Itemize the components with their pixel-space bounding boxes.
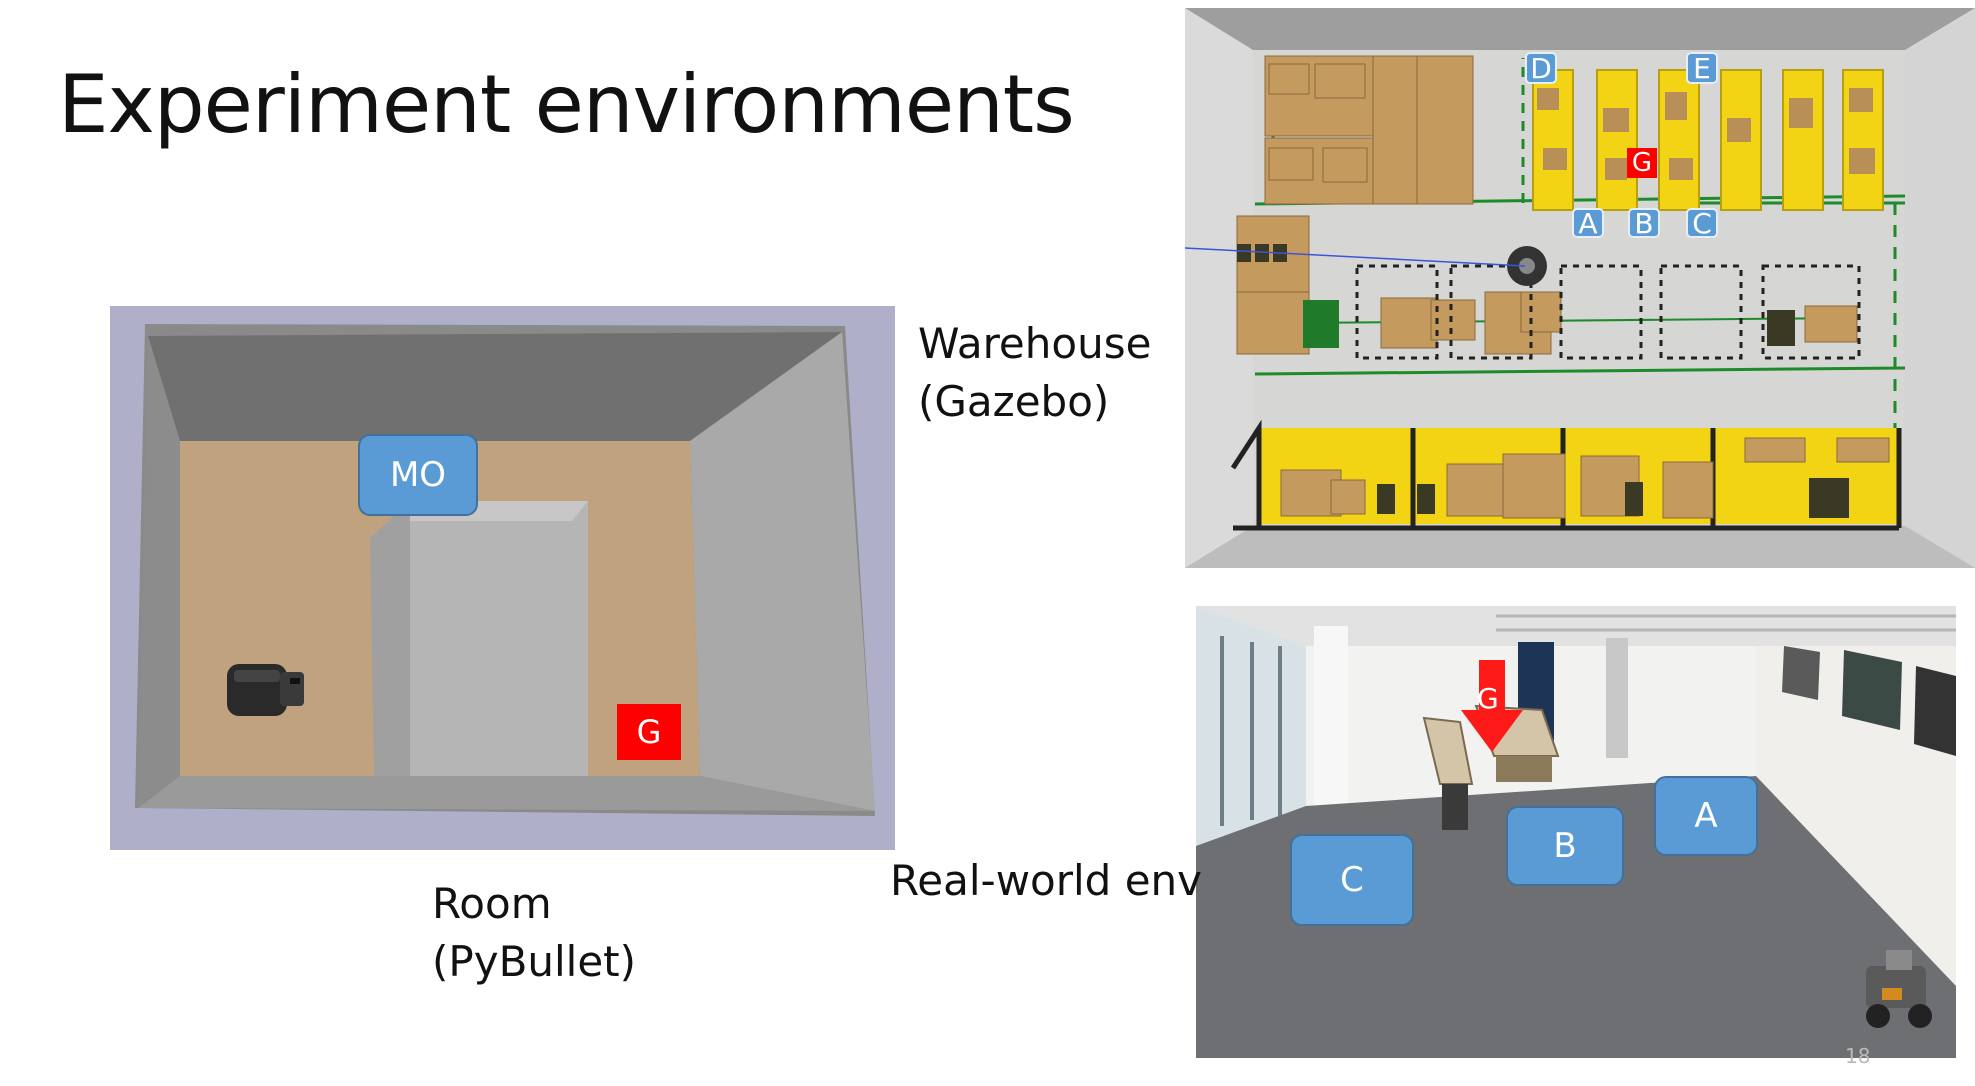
realworld-robot-icon <box>1866 950 1932 1028</box>
page-number: 18 <box>1845 1044 1871 1068</box>
warehouse-marker-b: B <box>1628 207 1660 240</box>
marker-mo: MO <box>358 434 478 516</box>
warehouse-marker-e: E <box>1686 52 1718 85</box>
marker-goal-room: G <box>617 704 681 760</box>
warehouse-caption-line1: Warehouse <box>918 319 1152 368</box>
realworld-caption: Real-world env <box>890 856 1203 905</box>
realworld-goal-arrow <box>1461 660 1523 752</box>
goal-arrow-icon <box>1461 660 1523 752</box>
warehouse-marker-c: C <box>1686 207 1718 240</box>
warehouse-caption-line2: (Gazebo) <box>918 377 1110 426</box>
room-caption-line1: Room <box>432 879 552 928</box>
warehouse-marker-a: A <box>1572 207 1604 240</box>
room-caption-line2: (PyBullet) <box>432 937 637 986</box>
realworld-marker-a: A <box>1654 776 1758 856</box>
robot-icon <box>227 664 304 716</box>
warehouse-caption: Warehouse (Gazebo) <box>918 315 1151 431</box>
realworld-render <box>1196 606 1956 1058</box>
warehouse-marker-goal: G <box>1627 148 1657 178</box>
room-image <box>110 306 895 850</box>
realworld-marker-c: C <box>1290 834 1414 926</box>
warehouse-marker-d: D <box>1525 52 1557 85</box>
realworld-goal-label: G <box>1477 682 1499 715</box>
realworld-photo <box>1196 606 1956 1058</box>
room-render <box>110 306 895 850</box>
slide-title: Experiment environments <box>58 58 1075 151</box>
warehouse-render <box>1185 8 1975 568</box>
realworld-marker-b: B <box>1506 806 1624 886</box>
warehouse-image <box>1185 8 1975 568</box>
room-caption: Room (PyBullet) <box>432 875 636 991</box>
